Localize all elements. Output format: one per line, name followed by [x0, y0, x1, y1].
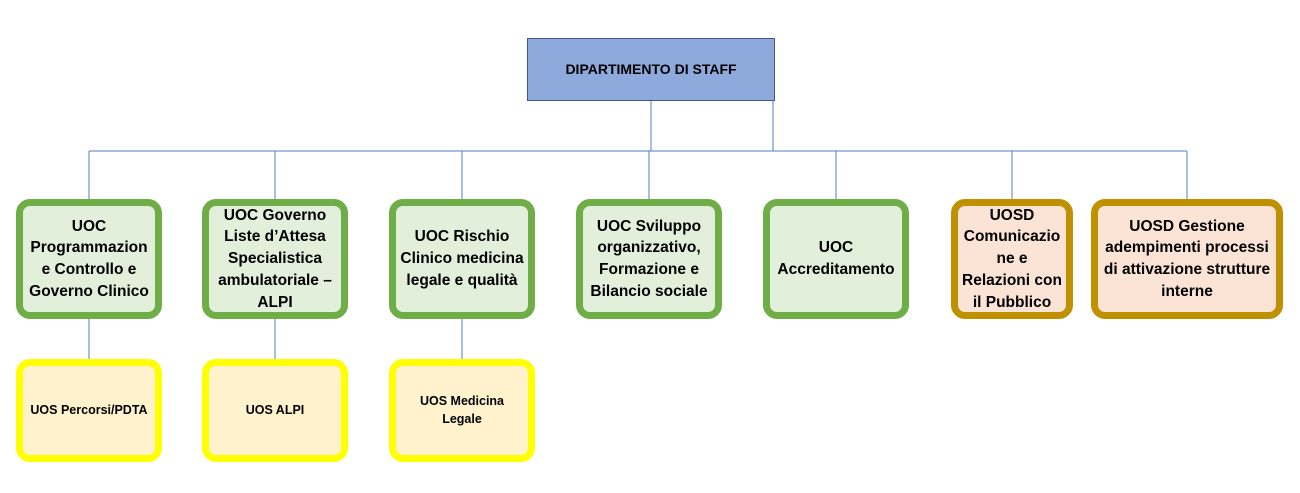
label-line: UOC: [71, 217, 107, 235]
uoc-node-5: UOC Accreditamento: [763, 199, 909, 319]
label-line: ne e: [996, 250, 1028, 268]
label-line: Liste d’Attesa: [224, 228, 326, 246]
uoc-node-1-text: UOC Programmazion e Controllo e Governo Cli…: [29, 216, 149, 303]
label-line: UOS ALPI: [245, 402, 305, 417]
label-line: Formazione e: [599, 261, 699, 278]
uosd-node-7: UOSD Gestione adempimenti processi di atti…: [1091, 199, 1283, 319]
label-line: interne: [1161, 282, 1213, 300]
label-line: UOSD: [989, 206, 1035, 224]
label-line: Programmazion: [30, 239, 148, 257]
label-line: legale e qualità: [406, 271, 518, 289]
label-line: ALPI: [257, 293, 293, 311]
uos-node-1-text: UOS Percorsi/PDTA: [30, 402, 147, 420]
uos-node-1: UOS Percorsi/PDTA: [16, 359, 162, 462]
label-line: Specialistica: [228, 250, 322, 268]
label-line: UOC Rischio: [414, 228, 510, 246]
uos-node-2: UOS ALPI: [202, 359, 348, 462]
label-line: ambulatoriale –: [218, 271, 332, 289]
uoc-node-5-text: UOC Accreditamento: [777, 237, 894, 280]
root-node-dipartimento-di-staff: DIPARTIMENTO DI STAFF: [527, 38, 775, 101]
uos-node-2-text: UOS ALPI: [246, 402, 305, 420]
label-line: Relazioni con: [962, 271, 1062, 289]
label-line: UOS Medicina: [419, 394, 505, 408]
label-line: Bilancio sociale: [590, 282, 708, 300]
label-line: UOC Sviluppo: [596, 217, 702, 235]
uosd-node-6: UOSD Comunicazio ne e Relazioni con il Pubbl…: [951, 199, 1073, 319]
uoc-node-4-text: UOC Sviluppo organizzativo, Formazione e Bi…: [590, 216, 707, 303]
label-line: Legale: [442, 411, 482, 426]
label-line: Comunicazio: [963, 228, 1061, 246]
label-line: UOS Percorsi/PDTA: [30, 402, 148, 417]
uoc-node-4: UOC Sviluppo organizzativo, Formazione e Bi…: [576, 199, 722, 319]
root-label: DIPARTIMENTO DI STAFF: [565, 60, 737, 77]
label-line: UOSD Gestione: [1129, 217, 1245, 235]
label-line: Accreditamento: [777, 261, 895, 278]
uosd-node-6-text: UOSD Comunicazio ne e Relazioni con il Pubbl…: [962, 205, 1062, 313]
label-line: il Pubblico: [972, 293, 1052, 311]
uosd-node-7-text: UOSD Gestione adempimenti processi di atti…: [1104, 216, 1270, 303]
label-line: adempimenti processi: [1105, 239, 1269, 257]
label-line: organizzativo,: [597, 239, 701, 257]
label-line: e Controllo e: [41, 261, 137, 278]
label-line: di attivazione strutture: [1103, 261, 1271, 278]
label-line: Clinico medicina: [400, 250, 524, 268]
label-line: UOC Governo: [223, 206, 327, 224]
label-line: Governo Clinico: [29, 282, 149, 300]
label-line: UOC: [818, 239, 854, 257]
uoc-node-1: UOC Programmazion e Controllo e Governo Cli…: [16, 199, 162, 319]
